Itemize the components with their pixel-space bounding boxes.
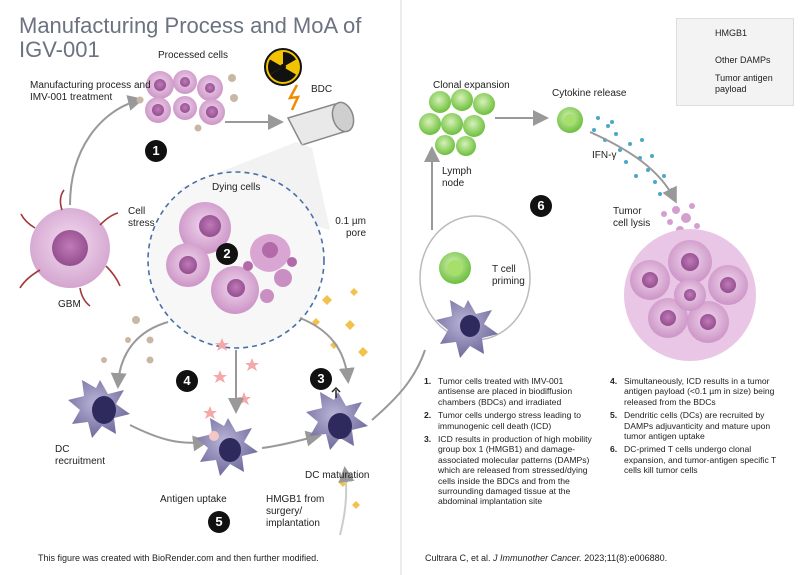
ifn-gamma-dots [592, 116, 674, 196]
arrow-to-tumor-lysis [589, 131, 677, 204]
label-dc-recruitment: DC recruitment [55, 444, 106, 467]
step-badge-5: 5 [208, 511, 230, 533]
label-gbm: GBM [58, 299, 81, 310]
dc-antigen-uptake-icon [196, 418, 258, 476]
page-title: Manufacturing Process and MoA of IGV-001 [19, 13, 362, 62]
arrow-to-lymph-node [371, 349, 426, 421]
dying-cells-icon [166, 202, 297, 314]
footer-credit: This figure was created with BioRender.c… [38, 553, 319, 563]
note-5: 5.Dendritic cells (DCs) are recruited by… [610, 410, 771, 442]
cytokine-tcell-icon [557, 107, 583, 133]
antigen-particles [203, 338, 259, 419]
t-cell-priming-icon [436, 252, 498, 358]
label-dc-maturation: DC maturation [305, 470, 370, 481]
tumor-mass-icon [624, 229, 756, 361]
label-manufacturing: Manufacturing process and IMV-001 treatm… [30, 80, 151, 103]
label-clonal-expansion: Clonal expansion [433, 80, 510, 91]
arrow-to-dc-maturation [299, 317, 355, 384]
arrow-to-dc-recruitment [110, 321, 169, 389]
label-dying-cells: Dying cells [212, 182, 261, 193]
processed-cells-icon [136, 70, 238, 132]
label-hmgb1-source: HMGB1 from surgery/ implantation [266, 494, 325, 529]
note-3: 3.ICD results in production of high mobi… [424, 434, 592, 507]
gbm-tumor-icon [19, 189, 121, 307]
label-lymph-node: Lymph node [442, 166, 472, 189]
note-4: 4.Simultaneously, ICD results in a tumor… [610, 376, 775, 407]
label-tumor-lysis: Tumor cell lysis [613, 206, 651, 229]
radiation-icon [264, 48, 302, 86]
lightning-icon [287, 84, 301, 111]
note-2: 2.Tumor cells undergo stress leading to … [424, 410, 581, 431]
note-1: 1.Tumor cells treated with IMV-001 antis… [424, 376, 573, 407]
bdc-chamber-icon [286, 101, 355, 146]
label-processed-cells: Processed cells [158, 50, 229, 61]
legend-damp-label: Other DAMPs [715, 55, 771, 65]
step-badge-2: 2 [216, 243, 238, 265]
arrow-uptake-to-maturation [261, 430, 322, 449]
label-t-cell-priming: T cell priming [492, 264, 525, 287]
dc-maturation-icon [306, 386, 368, 450]
legend-box: HMGB1 Other DAMPs Tumor antigen payload [676, 18, 794, 106]
step-badge-4: 4 [176, 370, 198, 392]
label-pore: 0.1 µm pore [335, 216, 366, 239]
notes-column-right: 4.Simultaneously, ICD results in a tumor… [610, 376, 786, 479]
note-6: 6.DC-primed T cells undergo clonal expan… [610, 444, 777, 476]
legend-antigen-label: Tumor antigen payload [715, 73, 773, 94]
label-cell-stress: Cell stress [128, 206, 155, 229]
citation: Cultrara C, et al. J Immunother Cancer. … [425, 553, 668, 563]
damp-particles [101, 316, 154, 364]
clonal-expansion-icon [419, 89, 495, 156]
label-cytokine-release: Cytokine release [552, 88, 627, 99]
label-bdc: BDC [311, 84, 333, 95]
dc-recruitment-icon [68, 380, 130, 438]
step-badge-3: 3 [310, 368, 332, 390]
arrow-gbm-to-processing [69, 95, 144, 206]
step-badge-6: 6 [530, 195, 552, 217]
notes-column-left: 1.Tumor cells treated with IMV-001 antis… [424, 376, 600, 510]
label-ifn-gamma: IFN-γ [592, 150, 617, 161]
label-antigen-uptake: Antigen uptake [160, 494, 227, 505]
legend-hmgb1-label: HMGB1 [715, 28, 748, 38]
step-badge-1: 1 [145, 140, 167, 162]
arrow-hmgb1-surgery [338, 466, 355, 536]
arrow-recruit-to-uptake [129, 424, 209, 452]
